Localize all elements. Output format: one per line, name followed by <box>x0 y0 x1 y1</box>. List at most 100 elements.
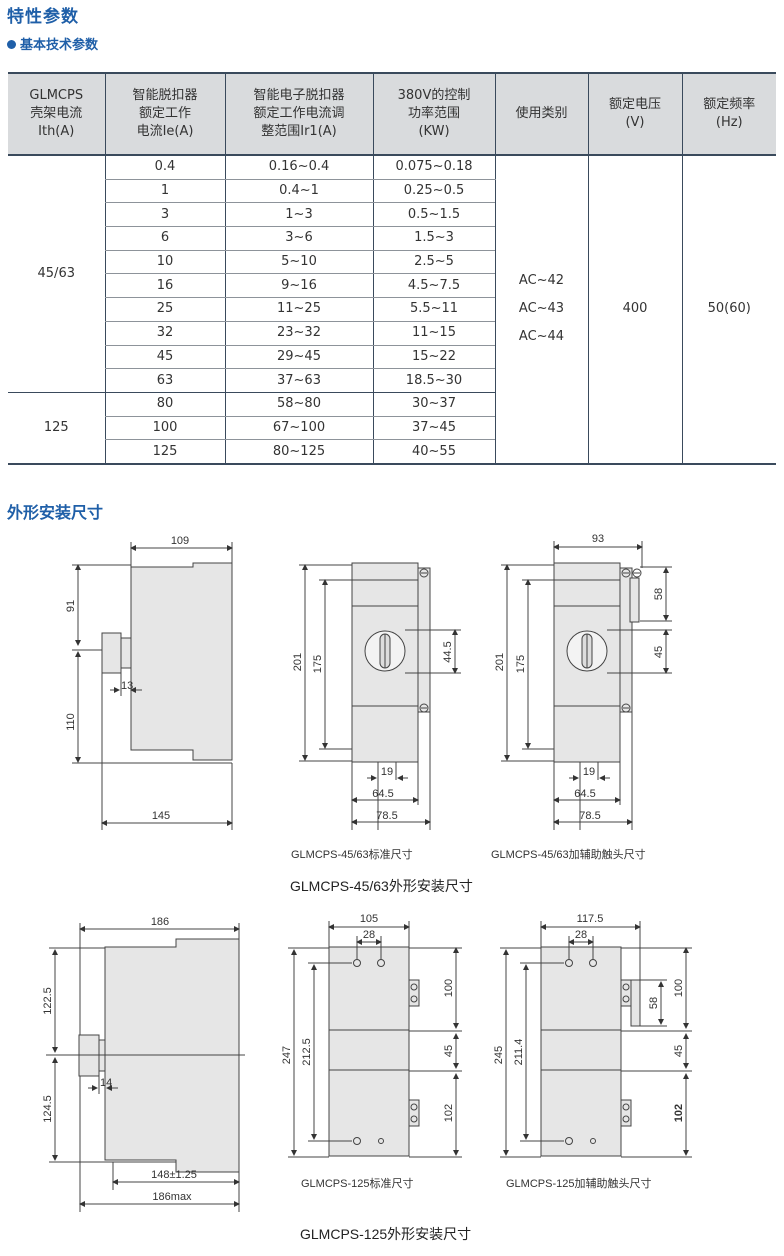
frame-current-cell: 45/63 <box>8 155 105 393</box>
use-category-item: AC~42 <box>518 273 565 289</box>
dim-label: 175 <box>515 655 527 673</box>
setting-range-cell: 5~10 <box>224 250 373 275</box>
use-category-item: AC~43 <box>518 301 565 317</box>
dim-label: 175 <box>312 655 324 673</box>
header-rated-current: 智能脱扣器额定工作电流Ie(A) <box>104 72 225 156</box>
dim-label: 78.5 <box>579 810 600 822</box>
rated-current-cell: 80 <box>104 392 225 417</box>
dim-label: 64.5 <box>372 788 393 800</box>
dim-label: 122.5 <box>42 987 54 1015</box>
header-power-range: 380V的控制功率范围(KW) <box>372 72 495 156</box>
caption-45-63-std: GLMCPS-45/63标准尺寸 <box>291 849 413 861</box>
power-range-cell: 11~15 <box>372 321 495 346</box>
power-range-cell: 0.075~0.18 <box>372 155 495 180</box>
caption-125-main: GLMCPS-125外形安装尺寸 <box>300 1226 472 1242</box>
subtitle-text: 基本技术参数 <box>20 38 99 53</box>
dim-label: 148±1.25 <box>151 1169 197 1181</box>
setting-range-cell: 0.16~0.4 <box>224 155 373 180</box>
power-range-cell: 15~22 <box>372 345 495 370</box>
rated-current-cell: 10 <box>104 250 225 275</box>
rated-current-cell: 125 <box>104 439 225 465</box>
dim-label: 58 <box>653 588 665 600</box>
power-range-cell: 4.5~7.5 <box>372 273 495 299</box>
rated-current-cell: 16 <box>104 273 225 299</box>
dim-label: 186 <box>151 916 169 928</box>
setting-range-cell: 37~63 <box>224 368 373 393</box>
dim-label: 247 <box>281 1046 293 1064</box>
power-range-cell: 2.5~5 <box>372 250 495 275</box>
dim-label: 14 <box>100 1077 112 1089</box>
caption-125-std: GLMCPS-125标准尺寸 <box>301 1178 414 1190</box>
section-subtitle-tech-params: 基本技术参数 <box>7 34 98 53</box>
front-view-125-std <box>288 921 462 1158</box>
front-view-45-63-std <box>299 562 461 830</box>
setting-range-cell: 29~45 <box>224 345 373 370</box>
dim-label: 245 <box>493 1046 505 1064</box>
dim-label: 45 <box>673 1045 685 1057</box>
rated-current-cell: 25 <box>104 297 225 322</box>
dim-label: 105 <box>360 913 378 925</box>
dim-label: 13 <box>121 680 133 692</box>
rated-frequency-cell: 50(60) <box>681 155 776 465</box>
dim-label: 212.5 <box>301 1038 313 1066</box>
caption-45-63-main: GLMCPS-45/63外形安装尺寸 <box>290 878 473 894</box>
dim-label: 124.5 <box>42 1095 54 1123</box>
caption-125-aux: GLMCPS-125加辅助触头尺寸 <box>506 1178 652 1190</box>
dim-label: 211.4 <box>513 1039 525 1066</box>
dim-label: 110 <box>65 713 77 731</box>
setting-range-cell: 11~25 <box>224 297 373 322</box>
dim-label: 44.5 <box>442 641 454 662</box>
rated-current-cell: 6 <box>104 226 225 251</box>
dim-label: 145 <box>152 810 170 822</box>
setting-range-cell: 23~32 <box>224 321 373 346</box>
rated-current-cell: 1 <box>104 179 225 204</box>
setting-range-cell: 1~3 <box>224 202 373 228</box>
power-range-cell: 0.25~0.5 <box>372 179 495 204</box>
rated-current-cell: 45 <box>104 345 225 370</box>
setting-range-cell: 58~80 <box>224 392 373 417</box>
dim-label: 102 <box>443 1104 455 1122</box>
bullet-dot-icon <box>7 40 16 49</box>
dim-label: 109 <box>171 535 189 547</box>
power-range-cell: 1.5~3 <box>372 226 495 251</box>
power-range-cell: 40~55 <box>372 439 495 465</box>
rated-voltage-cell: 400 <box>587 155 682 465</box>
front-view-45-63-aux <box>501 541 672 830</box>
dim-label: 28 <box>363 929 375 941</box>
dim-label: 93 <box>592 533 604 545</box>
rated-current-cell: 63 <box>104 368 225 393</box>
dim-label: 78.5 <box>376 810 397 822</box>
caption-45-63-aux: GLMCPS-45/63加辅助触头尺寸 <box>491 849 646 861</box>
dim-label: 19 <box>381 766 393 778</box>
dim-label: 19 <box>583 766 595 778</box>
dim-label: 186max <box>152 1191 192 1203</box>
rated-current-cell: 100 <box>104 416 225 441</box>
side-view-45-63 <box>72 542 233 830</box>
power-range-cell: 37~45 <box>372 416 495 441</box>
power-range-cell: 5.5~11 <box>372 297 495 322</box>
rated-current-cell: 3 <box>104 202 225 228</box>
setting-range-cell: 80~125 <box>224 439 373 465</box>
setting-range-cell: 67~100 <box>224 416 373 441</box>
setting-range-cell: 0.4~1 <box>224 179 373 204</box>
dim-label: 58 <box>648 997 660 1009</box>
dim-label: 91 <box>65 600 77 612</box>
